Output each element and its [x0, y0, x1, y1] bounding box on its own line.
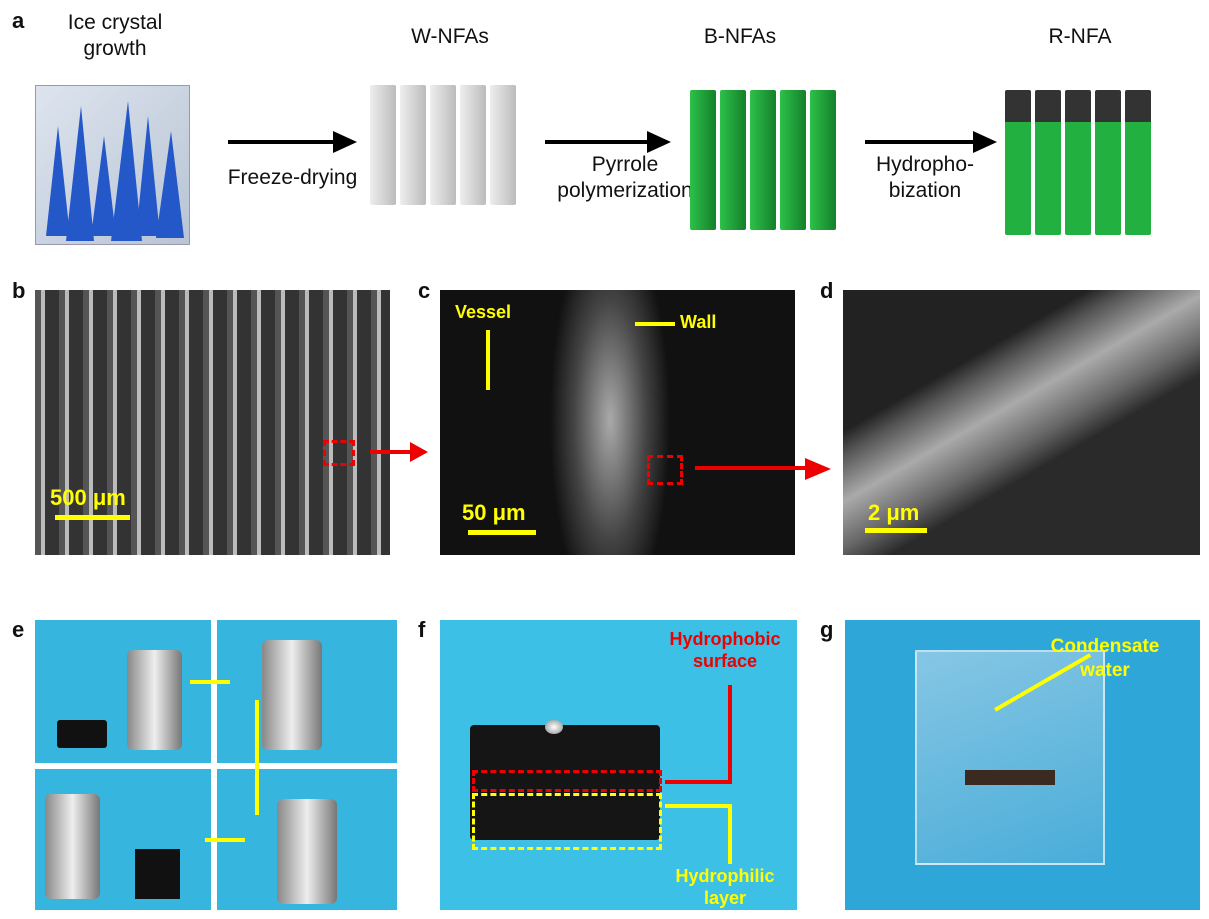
photo-e2 — [217, 620, 397, 763]
ice-crystal-box — [35, 85, 190, 245]
hydrophobization-label: Hydropho-bization — [875, 153, 975, 202]
ice-crystal-cones — [46, 101, 184, 241]
zoom-box-b — [323, 440, 355, 466]
arrow-freeze-drying — [228, 131, 357, 153]
photo-e4 — [217, 769, 397, 910]
red-arrow-f — [665, 780, 730, 784]
red-arrow-f-up — [728, 685, 732, 784]
hydrophobic-box — [472, 770, 662, 792]
arrow-pyrrole — [545, 131, 671, 153]
hydrophobic-label: Hydrophobic surface — [669, 629, 781, 671]
yellow-arrow-f — [665, 804, 730, 808]
sem-image-b: 500 μm — [35, 290, 390, 555]
aerogel-block — [470, 725, 660, 840]
scale-bar-d — [865, 528, 927, 533]
arrow-head-b-c — [410, 442, 428, 462]
photo-g: Condensate water — [845, 620, 1200, 910]
wall-arrow — [635, 322, 675, 326]
arrow-hydrophobization — [865, 131, 997, 153]
pyrrole-label: Pyrrole polymerization — [557, 153, 693, 202]
hydrophilic-box — [472, 793, 662, 850]
panel-d-label: d — [820, 278, 834, 303]
arrow-c-to-d — [695, 466, 810, 470]
condenser-box — [915, 650, 1105, 865]
sem-image-d: 2 μm — [843, 290, 1200, 555]
panel-c-label: c — [418, 278, 431, 303]
w-nfas-title: W-NFAs — [411, 25, 489, 48]
zoom-box-c — [647, 455, 683, 485]
panel-e-label: e — [12, 617, 25, 642]
w-nfas-structure — [370, 85, 516, 205]
scale-label-c: 50 μm — [462, 500, 526, 525]
yellow-arrow-e1 — [190, 680, 230, 684]
r-nfa-title: R-NFA — [1048, 25, 1112, 48]
photo-f: Hydrophobic surface Hydrophilic layer — [440, 620, 797, 910]
r-nfa-structure — [1005, 90, 1151, 235]
vessel-annotation: Vessel — [455, 302, 512, 322]
hydrophilic-label: Hydrophilic layer — [675, 866, 775, 908]
freeze-drying-label: Freeze-drying — [227, 166, 358, 189]
scale-label-d: 2 μm — [868, 500, 920, 525]
scale-bar-b — [55, 515, 130, 520]
panel-b-label: b — [12, 278, 26, 303]
sample-in-box — [965, 770, 1055, 785]
wall-annotation: Wall — [680, 312, 717, 332]
yellow-arrow-f-down — [728, 804, 732, 864]
arrow-b-to-c — [370, 450, 420, 454]
photo-e3 — [35, 769, 211, 910]
arrow-head-c-d — [805, 458, 831, 480]
b-nfas-structure — [690, 90, 836, 230]
panel-a-label: a — [12, 8, 25, 33]
scale-bar-c — [468, 530, 536, 535]
yellow-arrow-e2 — [255, 700, 259, 815]
scale-label-b: 500 μm — [50, 485, 126, 510]
water-droplet — [545, 720, 563, 734]
vessel-arrow — [486, 330, 490, 390]
panel-g-label: g — [820, 617, 834, 642]
sem-image-c: Vessel Wall 50 μm — [440, 290, 795, 555]
panel-f-label: f — [418, 617, 426, 642]
yellow-arrow-e3 — [205, 838, 245, 842]
ice-crystal-title: Ice crystal growth — [67, 11, 163, 60]
condensate-label: Condensate water — [1050, 636, 1160, 681]
photo-e1 — [35, 620, 211, 763]
b-nfas-title: B-NFAs — [703, 25, 777, 48]
photo-grid-e — [35, 620, 397, 910]
